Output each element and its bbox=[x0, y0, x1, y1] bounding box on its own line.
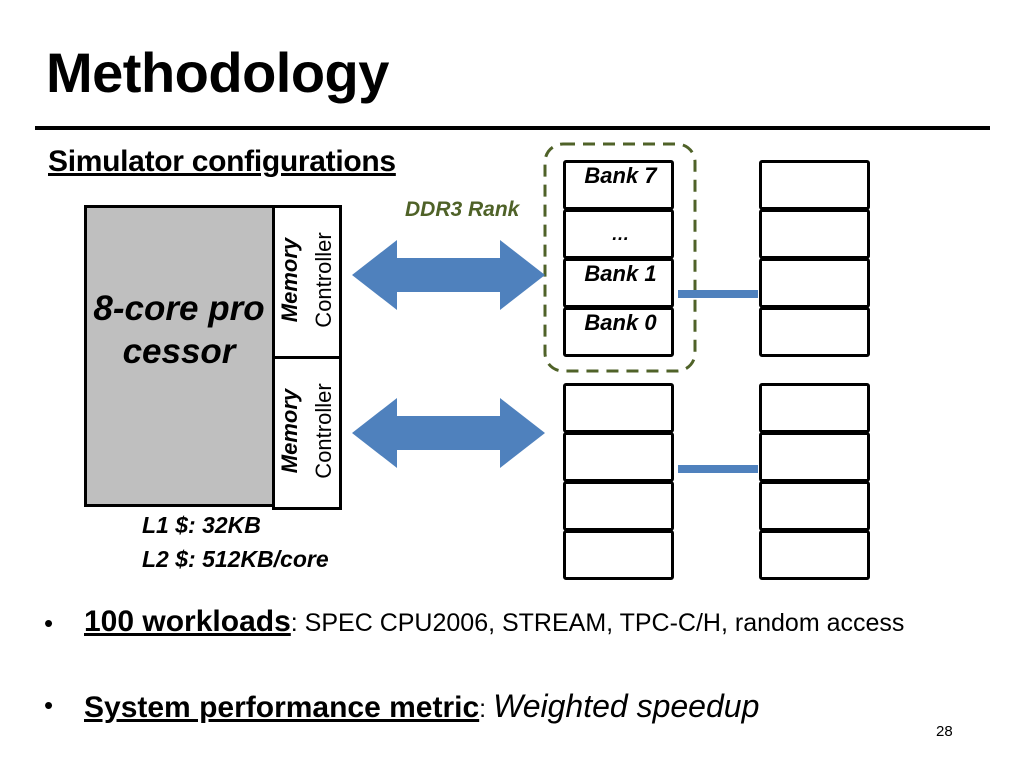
rank-connector-bottom bbox=[678, 465, 758, 473]
bank-1: Bank 1 bbox=[563, 258, 674, 308]
bullet-separator: : bbox=[479, 695, 494, 723]
memory-controller-line1: Memory bbox=[277, 237, 302, 323]
processor-block bbox=[84, 205, 274, 507]
bank-box bbox=[759, 258, 870, 308]
memory-controller-line2: Controller bbox=[311, 232, 336, 328]
section-subtitle: Simulator configurations bbox=[48, 145, 396, 178]
bank-box bbox=[759, 209, 870, 259]
bullet-body: SPEC CPU2006, STREAM, TPC-C/H, random ac… bbox=[304, 609, 905, 637]
bank-box bbox=[759, 383, 870, 433]
bullet-marker: • bbox=[44, 608, 54, 638]
bank-0: Bank 0 bbox=[563, 307, 674, 357]
memory-controller-line1: Memory bbox=[277, 388, 302, 474]
bank-box bbox=[759, 481, 870, 531]
ddr3-rank-label: DDR3 Rank bbox=[405, 198, 520, 221]
bullet-head: System performance metric bbox=[84, 691, 480, 724]
bullet-workloads: 100 workloads: SPEC CPU2006, STREAM, TPC… bbox=[84, 604, 964, 641]
bank-ellipsis: … bbox=[563, 209, 674, 259]
bank-box bbox=[759, 530, 870, 580]
bullet-metric: System performance metric: Weighted spee… bbox=[84, 684, 759, 731]
memory-controller-top: Memory Controller bbox=[272, 205, 342, 359]
rank-connector-top bbox=[678, 290, 758, 298]
bullet-marker: • bbox=[44, 690, 54, 720]
slide-title: Methodology bbox=[46, 41, 389, 104]
bidirectional-arrow-bottom bbox=[352, 398, 545, 468]
bank-7: Bank 7 bbox=[563, 160, 674, 210]
processor-label: 8-core processor bbox=[93, 289, 265, 371]
bidirectional-arrow-top bbox=[352, 240, 545, 310]
bank-box bbox=[563, 530, 674, 580]
memory-controller-line2: Controller bbox=[311, 383, 336, 479]
bank-box bbox=[759, 160, 870, 210]
bank-box bbox=[759, 307, 870, 357]
bank-box bbox=[563, 432, 674, 482]
bank-box bbox=[759, 432, 870, 482]
l2-cache-label: L2 $: 512KB/core bbox=[142, 546, 329, 572]
bullet-head: 100 workloads bbox=[84, 605, 291, 638]
bank-box bbox=[563, 383, 674, 433]
bank-box bbox=[563, 481, 674, 531]
bullet-body: Weighted speedup bbox=[493, 688, 760, 724]
title-divider bbox=[35, 126, 990, 130]
page-number: 28 bbox=[936, 723, 953, 740]
bullet-separator: : bbox=[290, 609, 305, 637]
l1-cache-label: L1 $: 32KB bbox=[142, 512, 261, 538]
memory-controller-bottom: Memory Controller bbox=[272, 356, 342, 510]
